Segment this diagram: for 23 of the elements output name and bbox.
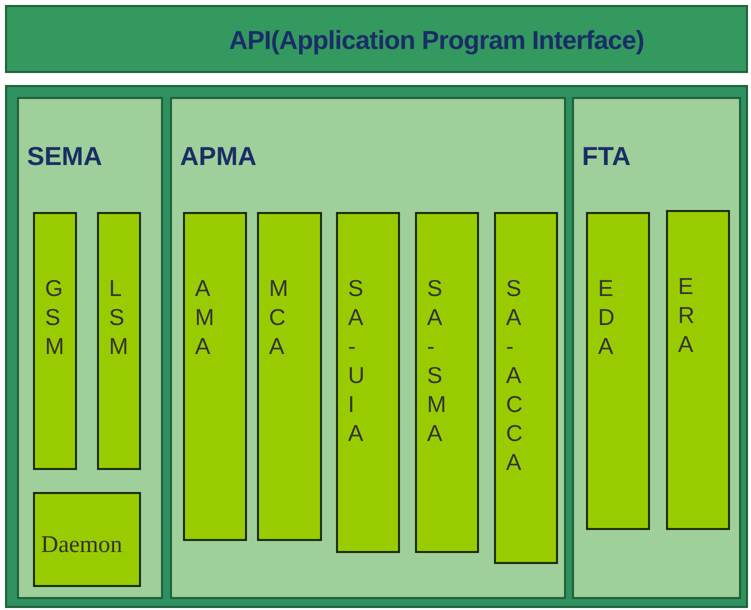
module-panel: [572, 97, 741, 599]
component-box: [494, 212, 558, 564]
component-box: [183, 212, 247, 541]
component-label: ERA: [678, 272, 692, 359]
component-box: [33, 212, 77, 470]
title-banner: [5, 5, 748, 73]
module-panel: [17, 97, 163, 599]
component-box: [586, 212, 650, 530]
component-box: [257, 212, 322, 541]
title: API(Application Program Interface): [228, 25, 645, 56]
component-box: [336, 212, 400, 553]
component-label: SA-ACCA: [506, 274, 520, 477]
component-label: Daemon: [41, 532, 122, 559]
component-label: EDA: [598, 274, 612, 361]
component-box: [415, 212, 479, 553]
module-heading: SEMA: [27, 141, 102, 172]
component-box: [97, 212, 141, 470]
module-heading: APMA: [180, 141, 257, 172]
component-box: [33, 492, 141, 587]
module-heading: FTA: [582, 141, 631, 172]
component-label: SA-UIA: [348, 274, 362, 448]
module-panel: [170, 97, 566, 599]
component-box: [666, 210, 730, 530]
